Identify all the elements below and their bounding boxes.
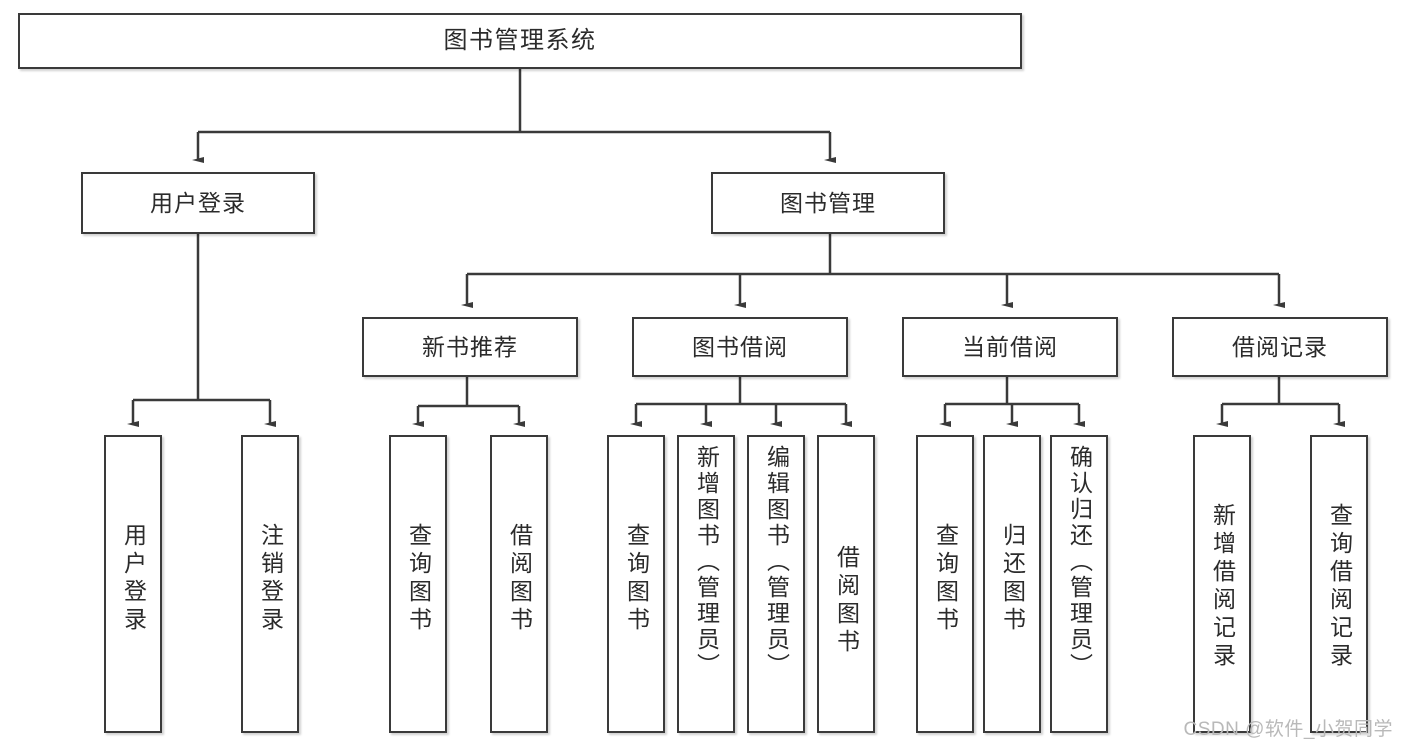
node-leaf-query-book-recommend[interactable]: 查询图书 (389, 435, 447, 733)
node-label: 图书借阅 (692, 333, 788, 360)
node-label: 查询图书 (932, 523, 959, 635)
node-book-management[interactable]: 图书管理 (711, 172, 945, 234)
node-label: 用户登录 (150, 189, 246, 216)
node-label: 图书管理 (780, 189, 876, 216)
node-label: 借阅图书 (506, 523, 533, 635)
node-leaf-user-login[interactable]: 用户登录 (104, 435, 162, 733)
node-leaf-add-borrow-record[interactable]: 新增借阅记录 (1193, 435, 1251, 733)
node-label: 编辑图书（管理员） (763, 445, 790, 679)
node-label: 查询图书 (405, 523, 432, 635)
node-borrow-record[interactable]: 借阅记录 (1172, 317, 1388, 377)
node-leaf-return-book[interactable]: 归还图书 (983, 435, 1041, 733)
node-root-system[interactable]: 图书管理系统 (18, 13, 1022, 69)
node-leaf-borrow-book[interactable]: 借阅图书 (817, 435, 875, 733)
node-label: 查询借阅记录 (1326, 503, 1353, 671)
node-label: 用户登录 (120, 523, 147, 635)
watermark-text: CSDN @软件_小贺同学 (1183, 719, 1393, 740)
node-current-borrow[interactable]: 当前借阅 (902, 317, 1118, 377)
node-leaf-borrow-book-recommend[interactable]: 借阅图书 (490, 435, 548, 733)
node-leaf-edit-book[interactable]: 编辑图书（管理员） (747, 435, 805, 733)
node-label: 注销登录 (257, 523, 284, 635)
node-label: 查询图书 (623, 523, 650, 635)
node-label: 当前借阅 (962, 333, 1058, 360)
node-leaf-confirm-return[interactable]: 确认归还（管理员） (1050, 435, 1108, 733)
node-label: 归还图书 (999, 523, 1026, 635)
node-label: 新书推荐 (422, 333, 518, 360)
node-label: 借阅图书 (833, 545, 860, 657)
node-leaf-query-book-borrow[interactable]: 查询图书 (607, 435, 665, 733)
node-leaf-query-book-current[interactable]: 查询图书 (916, 435, 974, 733)
node-label: 新增图书（管理员） (693, 445, 720, 679)
node-label: 借阅记录 (1232, 333, 1328, 360)
node-leaf-query-borrow-record[interactable]: 查询借阅记录 (1310, 435, 1368, 733)
node-leaf-add-book[interactable]: 新增图书（管理员） (677, 435, 735, 733)
node-leaf-logout[interactable]: 注销登录 (241, 435, 299, 733)
node-label: 图书管理系统 (443, 27, 597, 54)
node-label: 确认归还（管理员） (1066, 445, 1093, 679)
node-book-borrow[interactable]: 图书借阅 (632, 317, 848, 377)
node-new-book-recommend[interactable]: 新书推荐 (362, 317, 578, 377)
node-user-login[interactable]: 用户登录 (81, 172, 315, 234)
node-label: 新增借阅记录 (1209, 503, 1236, 671)
